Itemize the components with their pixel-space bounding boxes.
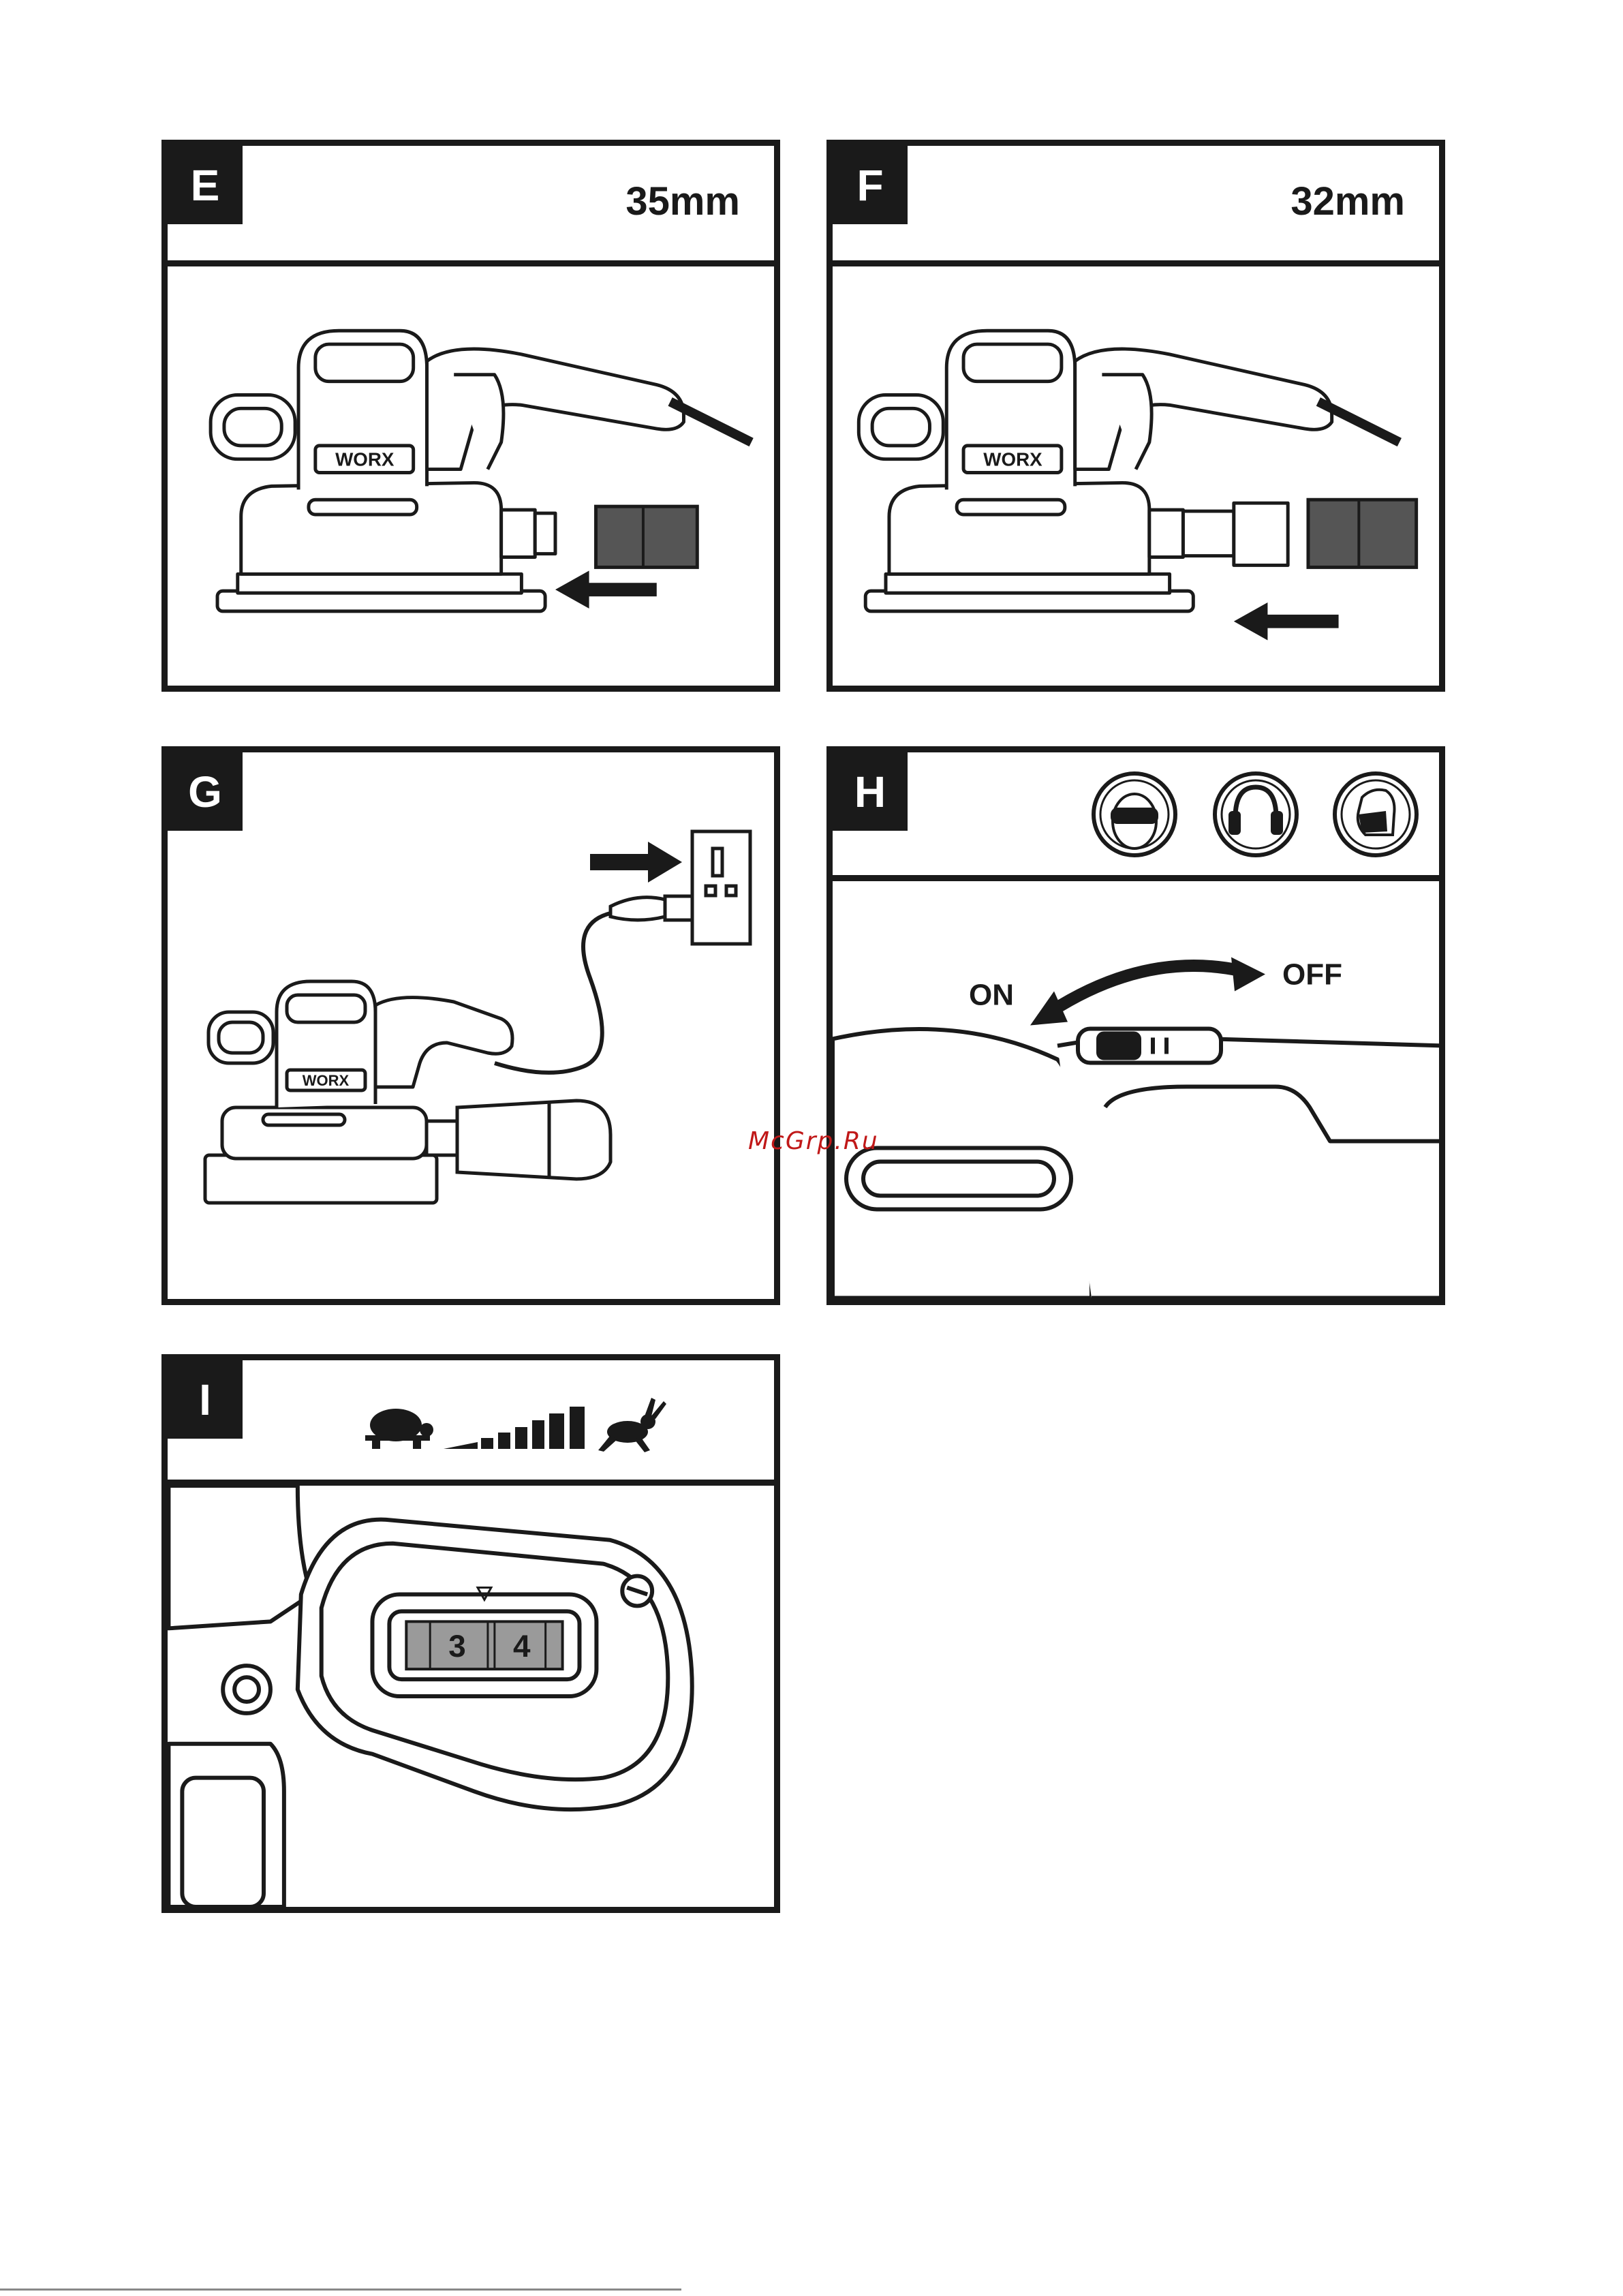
- ear-protection-icon: [1211, 770, 1300, 859]
- panel-i-header: I: [168, 1360, 774, 1486]
- dial-number-left: 3: [448, 1628, 466, 1664]
- speed-bars-icon: [444, 1407, 585, 1449]
- on-label: ON: [969, 979, 1014, 1012]
- brand-logo: WORX: [983, 449, 1042, 470]
- panel-h: H: [826, 746, 1445, 1305]
- hare-icon: [598, 1398, 666, 1452]
- plug-in-illustration: WORX: [168, 752, 774, 1299]
- dust-mask-icon: [1331, 770, 1420, 859]
- switch-illustration: ON OFF: [833, 881, 1439, 1299]
- tortoise-icon: [365, 1409, 433, 1449]
- dial-number-right: 4: [513, 1628, 531, 1664]
- off-label: OFF: [1282, 958, 1342, 992]
- speed-dial[interactable]: 3 4: [406, 1621, 562, 1669]
- panel-f-header: F 32mm: [833, 146, 1439, 266]
- panel-h-header: H: [833, 752, 1439, 881]
- panel-i: I: [161, 1354, 780, 1913]
- sander-illustration: WORX: [833, 266, 1439, 686]
- panel-badge: I: [168, 1360, 243, 1439]
- sander-nozzle-illustration: WORX: [168, 266, 774, 686]
- wall-socket-icon: [692, 831, 750, 944]
- sander-nozzle-illustration: WORX: [833, 266, 1439, 686]
- panel-badge: F: [833, 146, 908, 224]
- dust-adapter: [1308, 500, 1417, 567]
- dust-box: [427, 1101, 610, 1179]
- double-arrow-icon: [1030, 958, 1265, 1026]
- bottom-rule: [0, 2289, 681, 2291]
- watermark: McGrp.Ru: [748, 1127, 879, 1155]
- panel-badge: H: [833, 752, 908, 831]
- sander-power-illustration: WORX: [168, 752, 774, 1299]
- safety-goggles-icon: [1090, 770, 1179, 859]
- arrow-left-icon: [1234, 602, 1339, 641]
- panel-g: G: [161, 746, 780, 1305]
- nozzle-size-label: 32mm: [1290, 179, 1405, 224]
- panel-e-header: E 35mm: [168, 146, 774, 266]
- speed-dial-illustration: 3 4: [168, 1486, 774, 1907]
- panel-badge: E: [168, 146, 243, 224]
- arrow-right-icon: [590, 842, 682, 883]
- brand-logo: WORX: [335, 449, 395, 470]
- sander-illustration: WORX: [168, 266, 774, 686]
- brand-logo: WORX: [303, 1072, 350, 1089]
- speed-scale: [358, 1394, 672, 1456]
- panel-f: F 32mm WORX: [826, 140, 1445, 692]
- panel-e: E 35mm: [161, 140, 780, 692]
- speed-dial-closeup: 3 4: [168, 1486, 774, 1907]
- arrow-left-icon: [555, 570, 657, 609]
- on-off-switch-illustration: ON OFF: [833, 881, 1439, 1299]
- dust-adapter: [596, 506, 698, 567]
- nozzle-size-label: 35mm: [625, 179, 740, 224]
